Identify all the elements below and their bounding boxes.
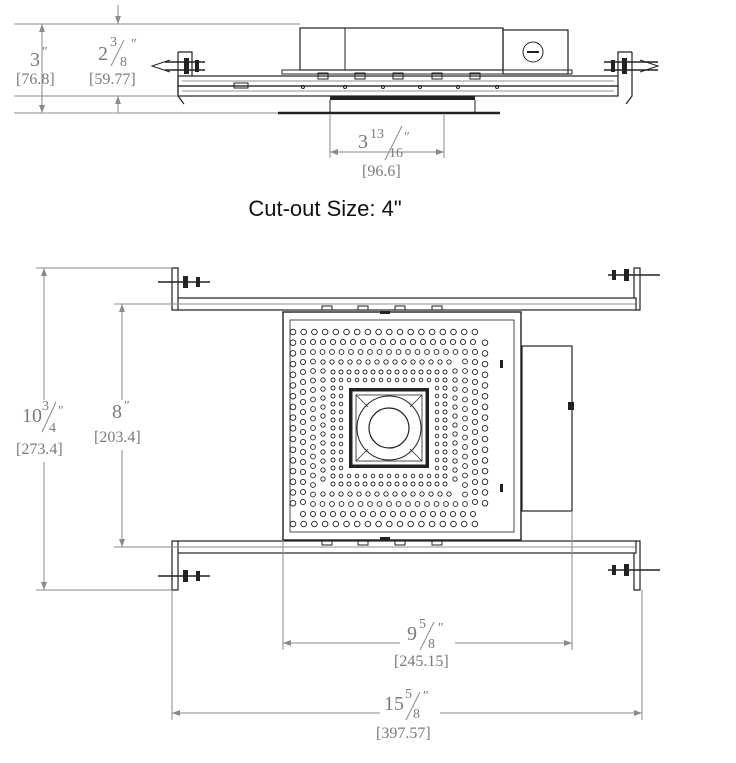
plan-view (158, 267, 660, 591)
plan-jbox-latch (568, 402, 574, 410)
svg-text:3: 3 (42, 399, 49, 414)
svg-text:″: ″ (404, 130, 410, 145)
svg-text:3: 3 (358, 131, 368, 153)
svg-text:[96.6]: [96.6] (362, 163, 401, 180)
svg-text:″: ″ (124, 399, 130, 414)
side-knockout (522, 41, 544, 63)
plan-dimensions (36, 267, 643, 720)
svg-text:″: ″ (438, 621, 444, 636)
svg-text:″: ″ (42, 45, 48, 60)
plan-housing-plate (282, 311, 522, 541)
plan-vent-holes (289, 328, 489, 528)
cutout-size-title: Cut-out Size: 4" (248, 196, 402, 221)
svg-text:8: 8 (112, 401, 122, 423)
dim-housing-depth-label: 8 ″ [203.4] (94, 399, 141, 446)
dim-side-height-label: 3 ″ [76.8] (16, 45, 55, 88)
dim-overall-width-label: 15 5 8 ″ [397.57] (376, 687, 431, 742)
dim-housing-width-label: 9 5 8 ″ [245.15] (394, 617, 449, 670)
dim-arrows (39, 16, 642, 716)
side-trim (330, 96, 475, 100)
dim-side-upper-label: 2 3 8 ″ [59.77] (89, 35, 137, 88)
svg-text:[203.4]: [203.4] (94, 429, 141, 446)
side-dimensions (14, 5, 445, 158)
side-right-bracket (604, 51, 660, 105)
plan-bracket-top-right (608, 267, 660, 311)
svg-text:[76.8]: [76.8] (16, 71, 55, 88)
side-left-bracket (165, 51, 205, 105)
svg-text:[245.15]: [245.15] (394, 653, 449, 670)
svg-text:3: 3 (30, 49, 40, 71)
plan-rail-slots (321, 305, 443, 546)
svg-text:3: 3 (110, 35, 117, 50)
svg-text:5: 5 (405, 687, 412, 702)
side-view (150, 27, 660, 115)
dim-overall-depth-label: 10 3 4 ″ [273.4] (16, 399, 64, 458)
svg-text:13: 13 (370, 127, 384, 142)
side-plate (281, 69, 573, 75)
svg-text:[397.57]: [397.57] (376, 725, 431, 742)
plan-lens-outer (356, 395, 422, 461)
plan-bracket-bottom-left (158, 540, 210, 591)
svg-text:″: ″ (131, 37, 137, 52)
plan-junction-box (521, 345, 573, 512)
svg-text:9: 9 (407, 623, 417, 645)
svg-text:8: 8 (413, 707, 420, 722)
svg-text:″: ″ (58, 404, 64, 419)
svg-text:[59.77]: [59.77] (89, 71, 136, 88)
plan-lens (368, 407, 410, 449)
plan-bracket-bottom-right (608, 540, 660, 591)
svg-text:[273.4]: [273.4] (16, 441, 63, 458)
svg-text:15: 15 (384, 693, 404, 715)
svg-text:16: 16 (389, 146, 403, 161)
svg-text:2: 2 (98, 43, 108, 65)
svg-text:″: ″ (423, 689, 429, 704)
side-junction-box (299, 27, 504, 71)
dim-aperture-label: 3 13 16 ″ [96.6] (358, 125, 410, 180)
svg-text:5: 5 (419, 617, 426, 632)
svg-text:8: 8 (120, 55, 127, 70)
side-rail-slots (233, 72, 499, 89)
plan-housing-inner (289, 319, 515, 533)
svg-text:8: 8 (428, 637, 435, 652)
side-left-screw (150, 59, 171, 73)
svg-text:4: 4 (49, 421, 56, 436)
svg-text:10: 10 (22, 405, 42, 427)
